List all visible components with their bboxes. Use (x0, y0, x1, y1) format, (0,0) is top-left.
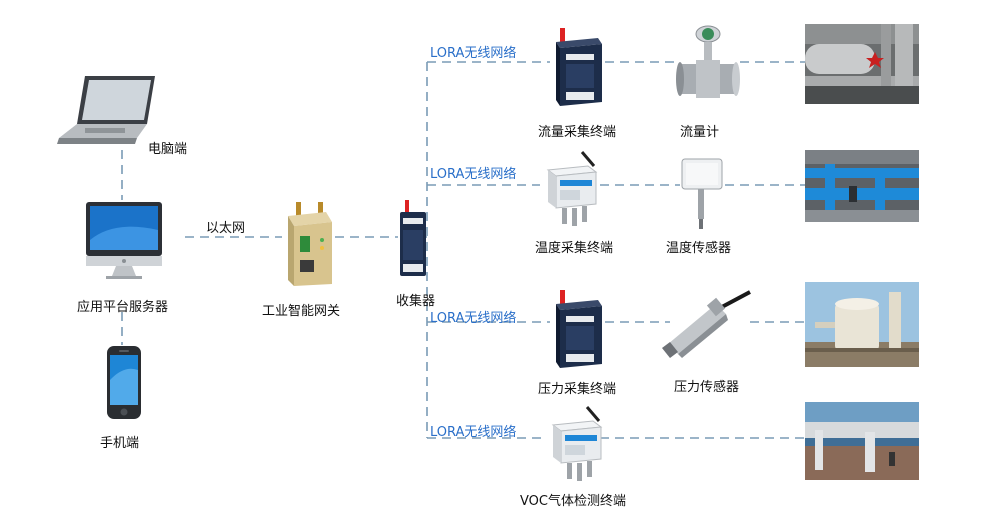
voc-terminal-icon (545, 405, 605, 485)
pressure-transmitter-icon (660, 290, 755, 360)
laptop-icon (55, 72, 160, 152)
lora-label-2: LORA无线网络 (430, 167, 517, 182)
lora-label-3: LORA无线网络 (430, 311, 517, 326)
voc-terminal-label: VOC气体检测终端 (520, 494, 626, 509)
pipes-photo (805, 24, 919, 104)
pressure-terminal-label: 压力采集终端 (538, 382, 617, 397)
ethernet-label: 以太网 (206, 221, 246, 236)
monitor-icon (84, 200, 164, 280)
flow-meter-label: 流量计 (680, 125, 720, 140)
flow-terminal-icon (550, 28, 605, 108)
laptop-label: 电脑端 (148, 142, 188, 157)
tower-photo (805, 282, 919, 367)
collector-icon (398, 200, 428, 280)
phone-icon (106, 345, 142, 420)
temp-sensor-label: 温度传感器 (666, 241, 732, 256)
phone-label: 手机端 (100, 436, 140, 451)
gateway-icon (282, 200, 337, 290)
temp-terminal-label: 温度采集终端 (535, 241, 614, 256)
lora-label-1: LORA无线网络 (430, 46, 517, 61)
pressure-terminal-icon (550, 290, 605, 370)
lora-label-4: LORA无线网络 (430, 425, 517, 440)
roof-pipes-photo (805, 402, 919, 480)
collector-label: 收集器 (396, 294, 436, 309)
temp-sensor-icon (680, 155, 725, 235)
flowmeter-icon (676, 24, 740, 104)
blue-pipes-photo (805, 150, 919, 222)
server-label: 应用平台服务器 (77, 300, 169, 315)
gateway-label: 工业智能网关 (262, 304, 341, 319)
pressure-sensor-label: 压力传感器 (674, 380, 740, 395)
temp-terminal-icon (540, 150, 600, 230)
flow-terminal-label: 流量采集终端 (538, 125, 617, 140)
